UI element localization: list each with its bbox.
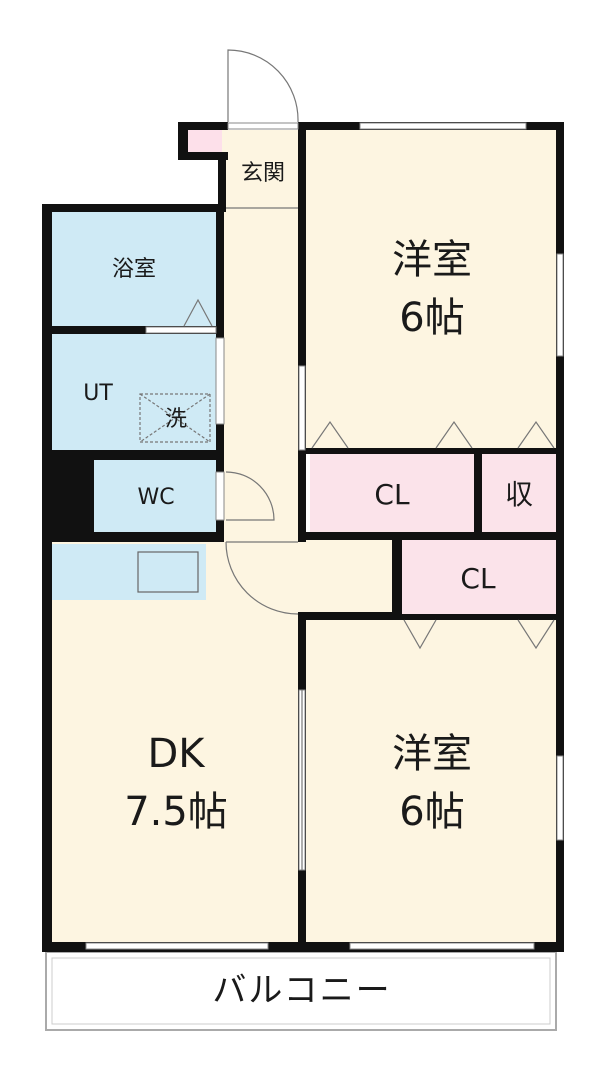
closet2-door-mark-a xyxy=(403,619,437,650)
bath-fill xyxy=(52,212,218,328)
western-room-2-name: 洋室 xyxy=(392,731,472,777)
dk-fill xyxy=(52,540,302,942)
wall-closet-divider xyxy=(474,454,482,534)
opening-entrance xyxy=(227,122,299,130)
wall-closet-top xyxy=(306,448,556,454)
western-room-2-size: 6帖 xyxy=(399,789,464,835)
fixtures xyxy=(137,49,555,870)
wall-closet-bottom xyxy=(306,532,556,540)
wall-closet2-bottom xyxy=(402,614,556,620)
wall-wc-bottom xyxy=(52,532,222,542)
washer-diag-2 xyxy=(139,393,211,443)
entrance-tile xyxy=(188,130,222,154)
dk-door-swing xyxy=(225,541,299,615)
closet-2-label: CL xyxy=(460,562,496,595)
closet1-door-mark-a xyxy=(311,420,349,449)
wall-right xyxy=(556,122,564,952)
bath-door-mark xyxy=(183,298,213,327)
wall-closet2-left xyxy=(392,540,402,620)
kitchen-counter-fill xyxy=(52,544,206,600)
wall-top-left xyxy=(42,204,222,212)
entrance-label: 玄関 xyxy=(241,161,285,186)
wall-entrance-side xyxy=(218,152,226,212)
window-dk-bottom xyxy=(85,942,269,950)
wall-bath-ut xyxy=(52,326,222,334)
balcony-inner-line xyxy=(51,957,551,1025)
closet1-door-mark-b xyxy=(435,420,473,449)
window-room1-top xyxy=(359,122,527,130)
storage-door-mark xyxy=(517,420,555,449)
wall-entrance-left xyxy=(178,122,188,158)
wall-wc-block xyxy=(52,450,94,540)
washer-label: 洗 xyxy=(165,407,187,432)
opening-ut xyxy=(215,337,225,425)
wall-ut-bottom xyxy=(52,450,222,460)
hallway-fill xyxy=(222,130,302,542)
closet-2-fill xyxy=(402,540,557,616)
dk-size: 7.5帖 xyxy=(124,789,228,835)
wall-entrance-step xyxy=(178,152,228,160)
balcony-label: バルコニー xyxy=(212,971,391,1011)
closet2-door-mark-b xyxy=(517,619,555,650)
entrance-door-swing xyxy=(227,49,299,123)
opening-wc xyxy=(215,471,225,521)
storage-label: 収 xyxy=(505,478,533,511)
storage-fill xyxy=(482,454,557,532)
closet-1-fill xyxy=(310,454,474,532)
window-room1-right xyxy=(556,253,564,357)
balcony xyxy=(45,951,557,1031)
toilet-label: WC xyxy=(137,485,174,510)
wall-hall-bottom xyxy=(300,612,402,620)
western-room-1-fill xyxy=(305,130,557,452)
door-room1 xyxy=(298,365,306,451)
sink-icon xyxy=(137,551,199,593)
wall-bottom xyxy=(42,942,564,952)
western-room-1-size: 6帖 xyxy=(399,295,464,341)
opening-bath xyxy=(145,326,217,334)
window-room2-right xyxy=(556,755,564,841)
toilet-fill xyxy=(94,460,218,532)
labels: 玄関 浴室 UT 洗 WC 洋室 6帖 CL 収 CL DK 7.5帖 洋室 6… xyxy=(83,161,533,1011)
wall-left xyxy=(42,204,52,952)
window-room2-bottom xyxy=(349,942,535,950)
bath-label: 浴室 xyxy=(112,257,156,282)
balcony-outline xyxy=(45,951,557,1031)
closet-1-label: CL xyxy=(374,478,410,511)
wc-door-swing xyxy=(225,471,275,521)
dk-name: DK xyxy=(147,731,206,777)
wall-room1-left xyxy=(298,122,306,542)
utility-fill xyxy=(52,334,218,450)
western-room-2-fill xyxy=(305,620,557,942)
room-fills xyxy=(52,130,557,942)
utility-label: UT xyxy=(83,381,113,406)
wall-entrance-top xyxy=(178,122,228,130)
western-room-1-name: 洋室 xyxy=(392,237,472,283)
washer-pan xyxy=(139,393,211,443)
